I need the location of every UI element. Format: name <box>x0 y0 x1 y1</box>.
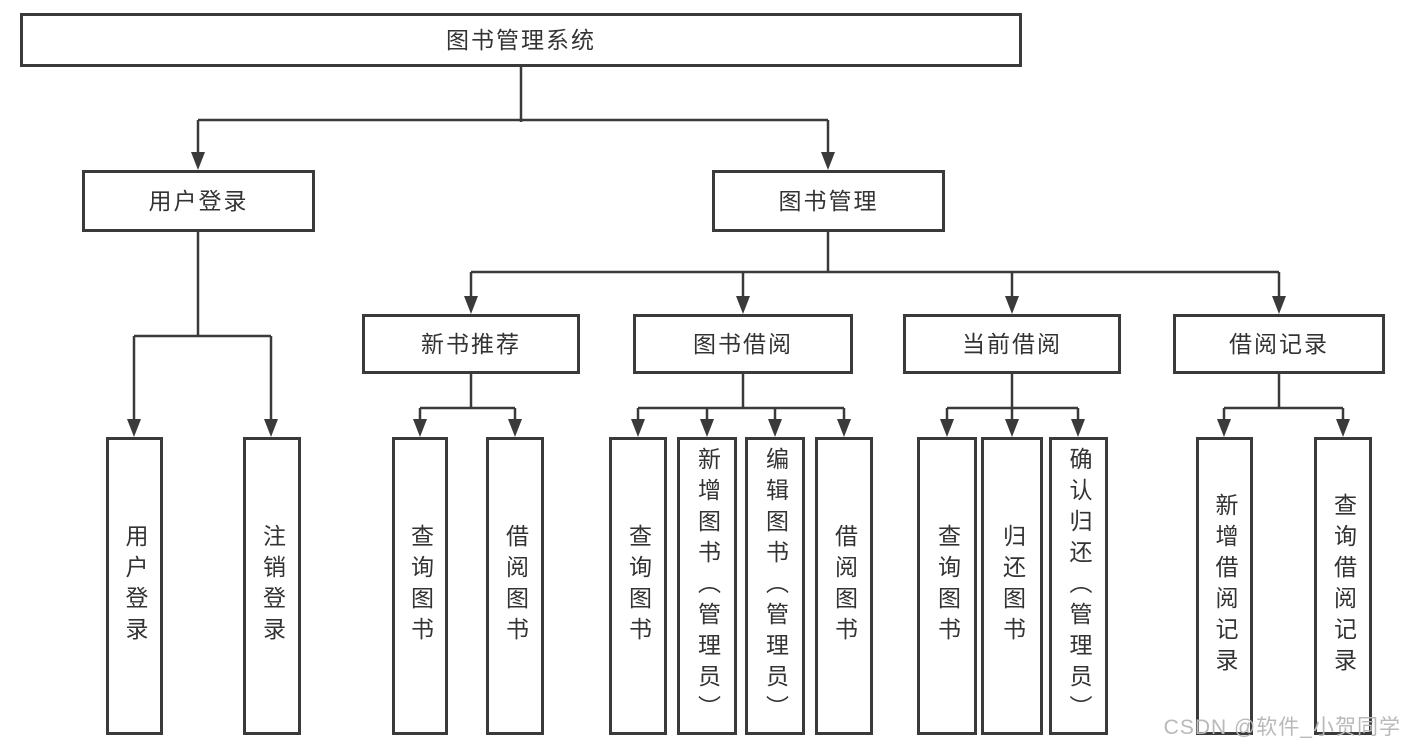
leaf-borrowing-query-book: 查询图书 <box>609 437 667 735</box>
node-new-book-recommend: 新书推荐 <box>362 314 580 374</box>
node-borrowing-records: 借阅记录 <box>1173 314 1385 374</box>
leaf-borrowing-edit-book-admin: 编辑图书（管理员） <box>745 437 805 735</box>
node-current-borrowing: 当前借阅 <box>903 314 1121 374</box>
leaf-borrowing-borrow-book: 借阅图书 <box>815 437 873 735</box>
csdn-watermark: CSDN @软件_小贺同学 <box>1163 716 1401 739</box>
leaf-records-add-borrow-record: 新增借阅记录 <box>1196 437 1253 735</box>
leaf-borrowing-add-book-admin: 新增图书（管理员） <box>677 437 737 735</box>
leaf-records-query-borrow-record: 查询借阅记录 <box>1314 437 1372 735</box>
node-book-borrowing: 图书借阅 <box>633 314 853 374</box>
leaf-current-confirm-return-admin: 确认归还（管理员） <box>1049 437 1108 735</box>
leaf-recommend-borrow-book: 借阅图书 <box>486 437 544 735</box>
leaf-current-query-book: 查询图书 <box>917 437 977 735</box>
leaf-logout-login: 注销登录 <box>243 437 301 735</box>
leaf-current-return-book: 归还图书 <box>981 437 1043 735</box>
node-book-management: 图书管理 <box>712 170 945 232</box>
leaf-recommend-query-book: 查询图书 <box>392 437 448 735</box>
leaf-user-login: 用户登录 <box>106 437 163 735</box>
node-library-management-system: 图书管理系统 <box>20 13 1022 67</box>
node-user-login: 用户登录 <box>82 170 315 232</box>
